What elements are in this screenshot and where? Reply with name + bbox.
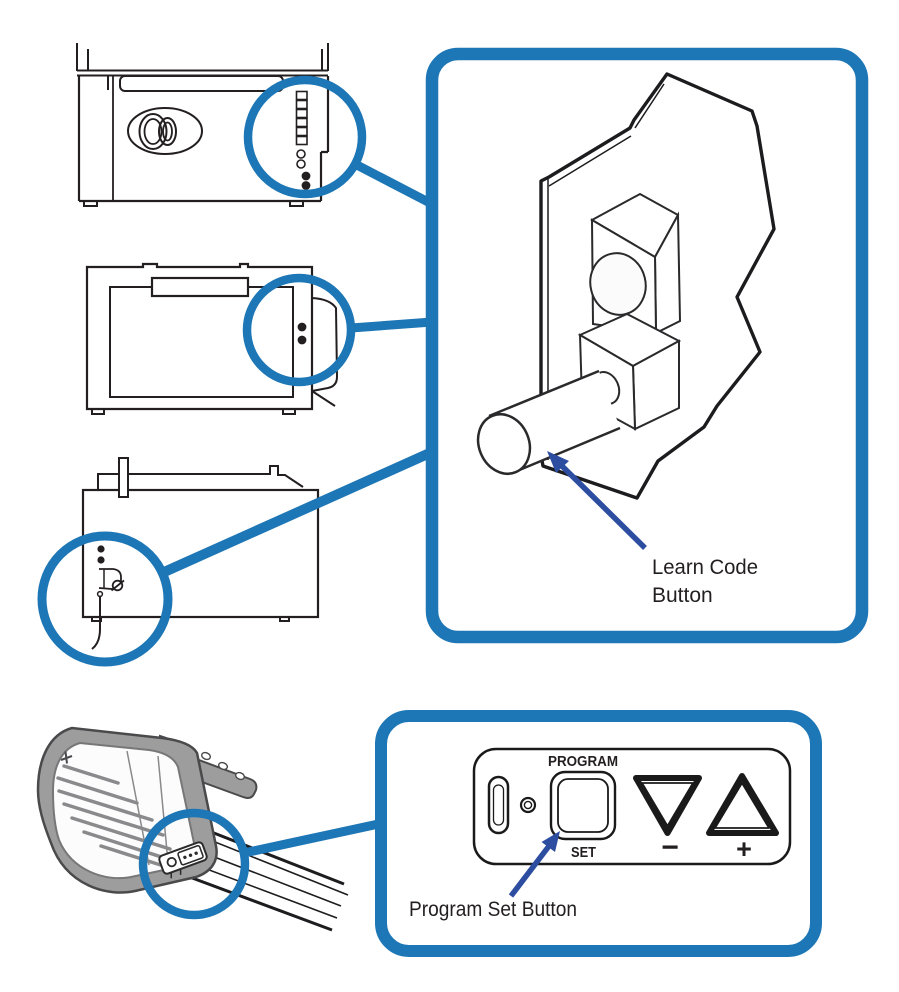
callout-box-learn-code: Learn Code Button: [425, 47, 869, 644]
mount-bracket: [156, 734, 258, 799]
pointer-arrow-icon: [508, 844, 552, 898]
opener-front-view-illustration: [81, 457, 320, 650]
cover-panel: [109, 286, 294, 398]
zoom-circle-icon: [242, 273, 356, 387]
learn-button-dot: [301, 181, 311, 190]
opener-side-view-illustration: [85, 262, 339, 415]
lens-vents: [56, 764, 176, 870]
opener-rear-view-illustration: [76, 43, 330, 207]
down-triangle-button: [633, 775, 702, 836]
zoom-circle-icon: [138, 808, 250, 920]
antenna-wire: [91, 596, 101, 650]
set-label: SET: [571, 844, 596, 861]
connector-line: [350, 317, 433, 333]
learn-button-dot: [97, 545, 105, 553]
lens-oval: [127, 107, 203, 155]
learn-button-dot: [297, 322, 307, 332]
learn-code-label-line2: Button: [652, 584, 713, 607]
program-set-label: Program Set Button: [409, 898, 577, 921]
pointer-arrow-icon: [560, 464, 647, 550]
programming-pod: [158, 841, 208, 879]
relay-component: [589, 192, 682, 335]
mount-tab: [118, 457, 129, 498]
zoom-circle-icon: [37, 531, 173, 667]
bracket-holes: [200, 751, 246, 781]
learn-button-dot: [297, 335, 307, 345]
plus-mark: [60, 751, 73, 764]
connector-line: [159, 447, 435, 578]
terminal-strip: [295, 90, 311, 190]
learn-button-dot: [301, 171, 311, 181]
program-label: PROGRAM: [548, 753, 618, 770]
callout-box-program-set: PROGRAM SET − + Program Set Button: [375, 710, 822, 957]
zoom-circle-icon: [243, 75, 367, 199]
handle-tab: [150, 276, 250, 298]
pod-button: [166, 857, 177, 868]
connector-line: [352, 160, 435, 208]
up-triangle-button: [706, 773, 779, 836]
zoom-annotations: [37, 75, 435, 920]
minus-label: −: [661, 831, 679, 864]
learn-button-dot: [97, 556, 105, 564]
learn-code-label-line1: Learn Code: [652, 556, 758, 579]
program-set-pointer: [508, 831, 560, 898]
learn-code-pointer: [547, 451, 647, 550]
trolley-unit-illustration: [36, 726, 349, 932]
antenna-wire-anchor: [96, 590, 104, 598]
program-set-square-button: [549, 770, 617, 841]
connector-line: [243, 818, 384, 858]
pill-indicator: [487, 775, 510, 835]
light-lens-strip: [119, 75, 284, 92]
led-indicator: [519, 796, 537, 814]
learn-code-cylinder-button: [476, 369, 621, 475]
side-flap: [311, 297, 339, 392]
plus-label: +: [736, 834, 752, 864]
